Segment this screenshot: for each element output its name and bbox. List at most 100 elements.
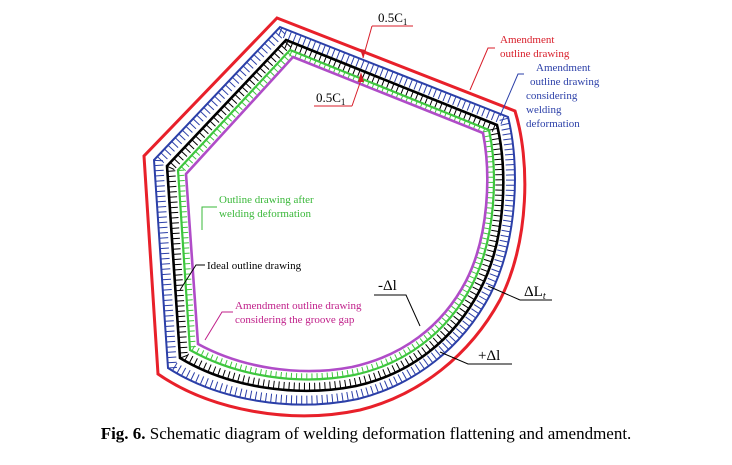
hatch-tick (485, 217, 492, 220)
hatch-tick (171, 237, 180, 240)
hatch-tick (252, 377, 255, 386)
hatch-tick (351, 369, 354, 376)
hatch-tick (244, 97, 250, 103)
hatch-tick (474, 282, 483, 287)
hatch-tick (504, 148, 514, 151)
hatch-tick (241, 101, 247, 107)
hatch-tick (283, 55, 289, 61)
hatch-tick (248, 78, 256, 86)
hatch-tick (160, 152, 168, 160)
hatch-tick (212, 116, 220, 123)
hatch-tick (489, 239, 498, 243)
hatch-tick (198, 131, 206, 138)
hatch-tick (380, 360, 384, 367)
hatch-tick (371, 363, 374, 370)
hatch-tick (481, 291, 490, 297)
hatch-tick (258, 82, 264, 88)
hatch-tick (432, 88, 438, 98)
hatch-tick (217, 92, 225, 99)
hatch-tick (399, 75, 404, 84)
hatch-tick (204, 378, 209, 387)
hatch-tick (207, 364, 212, 373)
hatch-tick (288, 382, 290, 391)
hatch-tick (168, 191, 177, 193)
hatch-tick (169, 196, 178, 198)
hatch-tick (354, 378, 357, 387)
hatch-tick (280, 394, 283, 404)
hatch-tick (432, 337, 439, 345)
hatch-tick (157, 211, 167, 213)
hatch-tick (395, 362, 401, 371)
hatch-tick (174, 137, 183, 145)
hatch-tick (423, 84, 428, 94)
hatch-tick (341, 370, 344, 377)
hatch-tick (494, 163, 503, 166)
hatch-tick (483, 227, 490, 230)
hatch-tick (437, 90, 442, 100)
gap-top-label: 0.5C1 (378, 10, 407, 27)
hatch-tick (479, 247, 486, 250)
hatch-tick (172, 248, 181, 250)
hatch-tick (227, 101, 234, 108)
hatch-tick (167, 366, 178, 369)
hatch-tick (167, 144, 175, 152)
hatch-tick (180, 150, 188, 157)
hatch-tick (210, 354, 214, 361)
hatch-tick (487, 277, 497, 283)
hatch-tick (491, 268, 500, 273)
hatch-tick (171, 232, 180, 235)
hatch-tick (175, 294, 184, 297)
hatch-tick (493, 214, 502, 217)
hatch-tick (292, 33, 297, 42)
hatch-tick (368, 374, 372, 383)
hatch-tick (451, 305, 457, 311)
hatch-tick (255, 86, 261, 92)
hatch-tick (253, 54, 261, 62)
hatch-tick (164, 320, 174, 322)
hatch-tick (407, 346, 412, 353)
hatch-tick (177, 320, 186, 323)
minus-dl-leader (374, 294, 421, 327)
hatch-tick (331, 48, 336, 58)
hatch-tick (493, 148, 502, 151)
hatch-tick (287, 31, 292, 41)
hatch-tick (375, 362, 379, 369)
hatch-tick (423, 334, 429, 341)
ideal-outline-label: Ideal outline drawing (207, 260, 302, 272)
hatch-tick (313, 52, 318, 60)
hatch-tick (287, 52, 293, 57)
hatch-tick (278, 381, 280, 390)
hatch-tick (505, 199, 515, 202)
hatch-tick (199, 376, 205, 385)
hatch-tick (486, 155, 493, 158)
hatch-tick (326, 46, 331, 56)
hatch-tick (168, 180, 177, 183)
hatch-tick (456, 311, 464, 318)
hatch-tick (160, 263, 171, 265)
hatch-tick (497, 249, 507, 253)
hatch-tick (331, 394, 334, 404)
hatch-tick (358, 376, 362, 385)
hatch-tick (459, 307, 467, 314)
hatch-tick (203, 107, 211, 115)
hatch-tick (336, 50, 341, 60)
hatch-tick (224, 384, 228, 394)
hatch-tick (485, 145, 492, 148)
hatch-tick (478, 273, 487, 277)
hatch-tick (237, 90, 245, 97)
hatch-tick (323, 56, 327, 64)
hatch-tick (467, 295, 475, 301)
hatch-tick (179, 354, 188, 359)
hatch-tick (440, 330, 447, 338)
hatch-tick (158, 232, 168, 234)
hatch-tick (171, 362, 178, 371)
hatch-tick (234, 363, 238, 370)
hatch-tick (166, 340, 176, 343)
hatch-tick (363, 375, 367, 384)
hatch-tick (503, 143, 513, 146)
hatch-tick (499, 117, 509, 121)
hatch-tick (166, 346, 176, 348)
hatch-tick (351, 391, 354, 400)
hatch-tick (166, 165, 175, 170)
hatch-tick (462, 320, 471, 327)
